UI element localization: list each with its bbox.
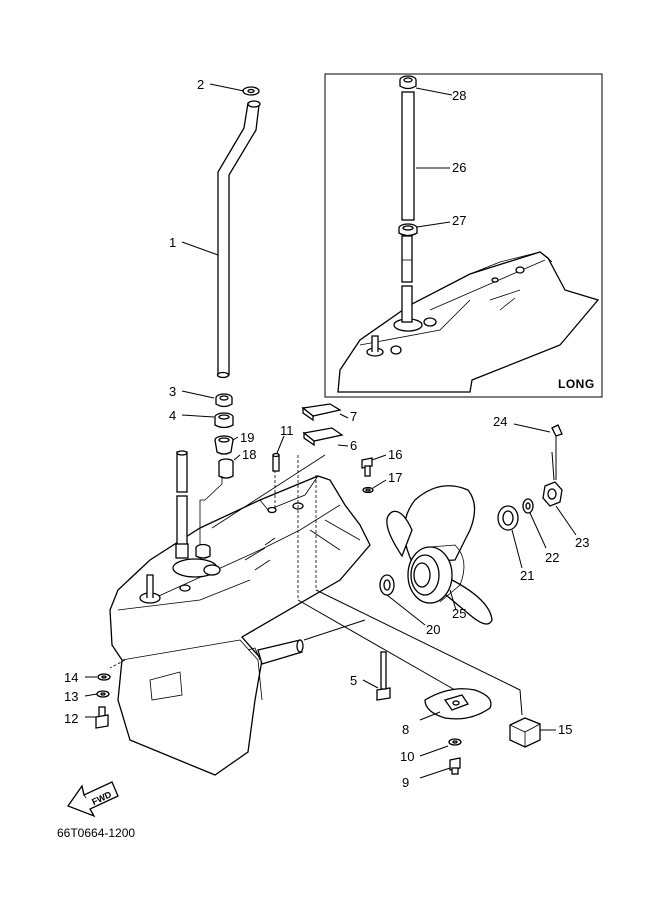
part-label-20: 20 [426,622,440,637]
part-label-2: 2 [197,77,204,92]
small-parts-left: 7 6 11 [272,403,357,472]
part-label-24: 24 [493,414,507,429]
part-label-28: 28 [452,88,466,103]
part-label-26: 26 [452,160,466,175]
propeller-assembly: 20 25 21 22 23 24 [379,414,589,637]
part-label-27: 27 [452,213,466,228]
part-label-10: 10 [400,749,414,764]
bolt-washer-16-17: 16 17 [361,447,402,494]
long-shaft-inset: 28 26 27 LONG [324,73,603,398]
part-26-tube [401,91,415,221]
part-label-11: 11 [280,423,294,438]
part-label-6: 6 [350,438,357,453]
part-label-14: 14 [64,670,78,685]
trim-anode-group: 5 8 15 10 9 [350,651,572,790]
fwd-direction-arrow: FWD [66,781,119,818]
part-label-5: 5 [350,673,357,688]
drawing-code: 66T0664-1200 [57,826,135,840]
part-label-18: 18 [242,447,256,462]
part-label-19: 19 [240,430,254,445]
part-label-13: 13 [64,689,78,704]
part-label-9: 9 [402,775,409,790]
inset-label-long: LONG [558,377,595,391]
lower-unit-gearcase [109,450,523,776]
part-label-7: 7 [350,409,357,424]
left-bolt-group: 14 13 12 [64,670,111,729]
part-label-1: 1 [169,235,176,250]
part-label-25: 25 [452,606,466,621]
part-label-22: 22 [545,550,559,565]
part-label-23: 23 [575,535,589,550]
part-label-21: 21 [520,568,534,583]
part-label-15: 15 [558,722,572,737]
inset-frame [324,73,603,398]
part-label-4: 4 [169,408,176,423]
part-label-16: 16 [388,447,402,462]
part-label-17: 17 [388,470,402,485]
part-label-12: 12 [64,711,78,726]
part-label-8: 8 [402,722,409,737]
part-label-3: 3 [169,384,176,399]
water-pipe-group: 2 1 3 4 19 18 [169,77,261,479]
